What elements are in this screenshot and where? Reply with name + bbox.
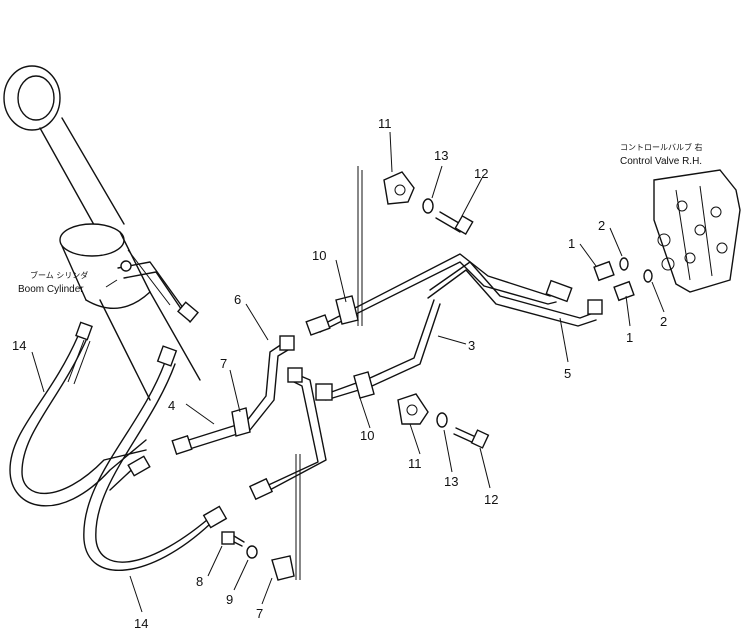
callout-14-left: 14: [12, 338, 26, 353]
bolt-12-lower: [453, 427, 490, 449]
hose-14-right: [83, 345, 228, 571]
clamp-7-lower: [271, 555, 295, 581]
callout-10-lower: 10: [360, 428, 374, 443]
washer-9: [246, 545, 258, 559]
callout-2-upper: 2: [598, 218, 605, 233]
boom-cylinder-label: Boom Cylinder: [18, 284, 84, 295]
control-valve-jp-label: コントロールバルブ 右: [620, 142, 703, 152]
callout-10-upper: 10: [312, 248, 326, 263]
callout-7-lower: 7: [256, 606, 263, 621]
callout-1-lower: 1: [626, 330, 633, 345]
control-valve: [653, 169, 741, 293]
fitting-1-lower: [613, 280, 635, 302]
o-ring-2-upper: [619, 257, 629, 271]
control-valve-label: Control Valve R.H.: [620, 156, 702, 167]
o-ring-2-lower: [643, 269, 653, 283]
leader-lines: [31, 131, 665, 613]
callout-11-lower: 11: [408, 456, 422, 471]
callout-4: 4: [168, 398, 175, 413]
callout-9: 9: [226, 592, 233, 607]
tube-4: [171, 335, 295, 456]
tube-5: [305, 166, 603, 336]
clamp-11-lower: [397, 393, 429, 425]
tube-3: [315, 299, 441, 401]
callout-13-lower: 13: [444, 474, 458, 489]
callout-12-lower: 12: [484, 492, 498, 507]
callout-13-upper: 13: [434, 148, 448, 163]
washer-13-upper: [422, 198, 434, 214]
callout-8: 8: [196, 574, 203, 589]
callout-2-lower: 2: [660, 314, 667, 329]
callout-11-upper: 11: [378, 116, 392, 131]
bolt-8: [221, 531, 245, 547]
washer-13-lower: [436, 412, 448, 428]
callout-7-upper: 7: [220, 356, 227, 371]
callout-12-upper: 12: [474, 166, 488, 181]
boom-cylinder: [3, 65, 201, 401]
callout-6: 6: [234, 292, 241, 307]
clamp-11-upper: [383, 171, 415, 205]
tube-6: [248, 367, 327, 580]
bolt-12-upper: [435, 211, 474, 236]
callout-14-bottom: 14: [134, 616, 148, 631]
callout-1-upper: 1: [568, 236, 575, 251]
callout-5: 5: [564, 366, 571, 381]
callout-3: 3: [468, 338, 475, 353]
fitting-1-upper: [593, 260, 615, 282]
boom-cylinder-jp-label: ブーム シリンダ: [30, 270, 88, 280]
hose-14-left: [9, 321, 147, 507]
